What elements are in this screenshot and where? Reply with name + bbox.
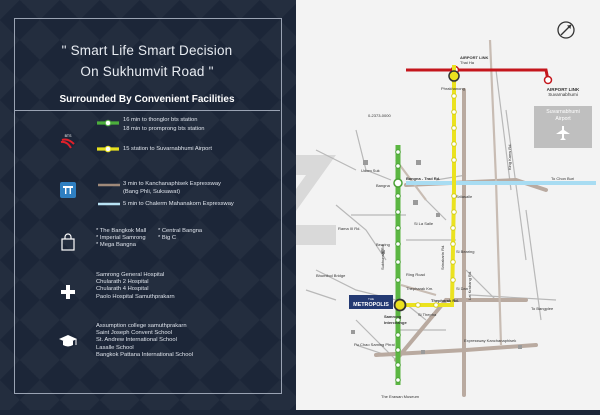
- title-line-1: " Smart Life Smart Decision: [61, 43, 233, 58]
- hospital-item: Chularath 4 Hospital: [96, 286, 149, 293]
- school-item: Lasalle School: [96, 344, 134, 351]
- secondary-roads: [395, 39, 503, 346]
- expressway-icon: [60, 182, 76, 198]
- hospital-list: Samrong General Hospital Chularath 2 Hos…: [96, 272, 175, 301]
- label-si-lasalle: Si La Salle: [414, 221, 434, 226]
- label-si-thepha: Si Thepha: [418, 312, 437, 317]
- shopping-list-2: * Central Bangna * Big C: [158, 228, 202, 242]
- green-line-stations: [395, 149, 401, 383]
- airplane-icon: [556, 126, 570, 140]
- expressway-time-2: (Bang Phli, Suksawat): [123, 189, 181, 195]
- shopping-item: * Mega Bangna: [96, 242, 136, 249]
- label-kingkaew: King Kaew Rd.: [507, 144, 512, 170]
- logo-the: THE: [368, 297, 374, 301]
- label-srinakarin: Srinakarin Rd.: [440, 245, 445, 270]
- label-interchange: Interchange: [384, 320, 407, 325]
- logo-metropolis: METROPOLIS: [353, 302, 389, 308]
- hospital-item: Samrong General Hospital: [96, 272, 165, 278]
- airport-link-sub: Suvarnabhumi: [548, 92, 578, 97]
- shopping-item: * Big C: [158, 235, 177, 242]
- label-bearing: Bearing: [376, 242, 390, 247]
- airport-link-line: [406, 68, 550, 81]
- bangna-station: [393, 178, 403, 188]
- hospital-item: Chularath 2 Hospital: [96, 279, 149, 286]
- compass-icon: [557, 21, 575, 39]
- title-line-2: On Sukhumvit Road ": [80, 64, 214, 79]
- label-bangna: Bangna: [376, 183, 391, 188]
- landmark-markers: [351, 160, 522, 354]
- main-roads: [374, 88, 548, 397]
- divider: [14, 110, 280, 111]
- school-item: Saint Joseph Convent School: [96, 330, 173, 337]
- bts-time-1: 16 min to thonglor bts station: [123, 117, 198, 123]
- expressway-time-1: 3 min to Kanchanaphisek Expressway: [123, 181, 221, 187]
- shopping-item: * The Bangkok Mall: [96, 228, 147, 234]
- location-map: AIRPORT LINK Suvarnabhumi Suvarnabhumi A…: [256, 0, 600, 410]
- school-item: Assumption college samuthprakarn: [96, 323, 187, 329]
- label-erawan: The Erawan Museum: [381, 394, 420, 399]
- metropolis-project-logo: THE METROPOLIS: [349, 295, 393, 309]
- hospital-item: Paolo Hospital Samuthprakarn: [96, 293, 175, 300]
- interchange-station: [448, 70, 460, 82]
- shopping-bag-icon: [58, 232, 78, 252]
- shopping-item: * Central Bangna: [158, 228, 203, 234]
- bts-time-2: 18 min to promprong bts station: [123, 126, 205, 132]
- panel-subtitle: Surrounded By Convenient Facilities: [59, 94, 235, 105]
- label-bangna-trad: Bangna - Trad Rd.: [406, 176, 440, 181]
- label-lat-krabang: Lat Krabang Rd.: [467, 271, 472, 300]
- label-to-bangplee: To Bangplee: [531, 306, 554, 311]
- road-legend-icon: [98, 183, 120, 206]
- airport-name-1: Suvarnabhumi: [546, 109, 579, 115]
- school-item: St. Andrew International School: [96, 337, 177, 344]
- label-sukhumvit: Sukhumvit Rd.: [380, 244, 385, 270]
- expressway-time-3: 5 min to Chalerm Mahanakorn Expressway: [123, 201, 234, 207]
- panel-frame: [14, 18, 282, 394]
- map-svg: AIRPORT LINK Suvarnabhumi Suvarnabhumi A…: [256, 21, 596, 399]
- school-item: Bangkok Pattana International School: [96, 351, 194, 358]
- airport-link-time: 15 station to Suvarnabhumi Airport: [123, 146, 212, 152]
- hospital-cross-icon: [58, 282, 78, 302]
- shopping-list-1: * The Bangkok Mall * Imperial Samrong * …: [96, 228, 146, 250]
- label-phone: 0-2373-0000: [368, 113, 391, 118]
- label-phrakhanong: Phrakhanong: [441, 86, 465, 91]
- samrong-interchange-station: [393, 298, 407, 312]
- label-bhumibol: Bhumibol Bridge: [316, 273, 346, 278]
- label-pu-chao: Pu Chao Saming Phrai: [354, 342, 395, 347]
- bts-logo-icon: BTS: [58, 130, 78, 150]
- label-ring-road: Ring Road: [406, 272, 425, 277]
- label-samrong: Samrong: [384, 314, 402, 319]
- graduation-cap-icon: [58, 331, 78, 351]
- bts-line-icon: [97, 119, 119, 153]
- label-thepharak: Thepharak Rd.: [431, 298, 459, 303]
- label-si-dan: Si Dan: [456, 286, 468, 291]
- page-title: " Smart Life Smart Decision On Sukhumvit…: [14, 40, 280, 82]
- label-udom-suk: Udom Suk: [361, 168, 380, 173]
- label-srilasalle: Srilasalle: [456, 194, 473, 199]
- svg-text:BTS: BTS: [65, 134, 72, 138]
- label-rama-iii: Rama III Rd.: [338, 226, 360, 231]
- label-si-bearing: Si Bearing: [456, 249, 474, 254]
- label-thepharak-km: Thepharak Km.: [406, 286, 433, 291]
- label-to-chon-buri: To Chon Buri: [551, 176, 574, 181]
- airport-link-station: [543, 75, 553, 85]
- airport-name-2: Airport: [555, 116, 571, 122]
- label-airport-link-top: AIRPORT LINK: [460, 55, 489, 60]
- airport-link-label: AIRPORT LINK: [547, 87, 580, 92]
- map-labels: AIRPORT LINK Thai Ha Phrakhanong 0-2373-…: [316, 55, 574, 399]
- info-panel: " Smart Life Smart Decision On Sukhumvit…: [0, 0, 296, 410]
- shopping-item: * Imperial Samrong: [96, 235, 146, 242]
- label-expressway: Expressway Kanchanaphisek: [464, 338, 516, 343]
- watermark-icon: [256, 155, 336, 245]
- school-list: Assumption college samuthprakarn Saint J…: [96, 323, 193, 359]
- label-airport-link-top-sub: Thai Ha: [460, 60, 475, 65]
